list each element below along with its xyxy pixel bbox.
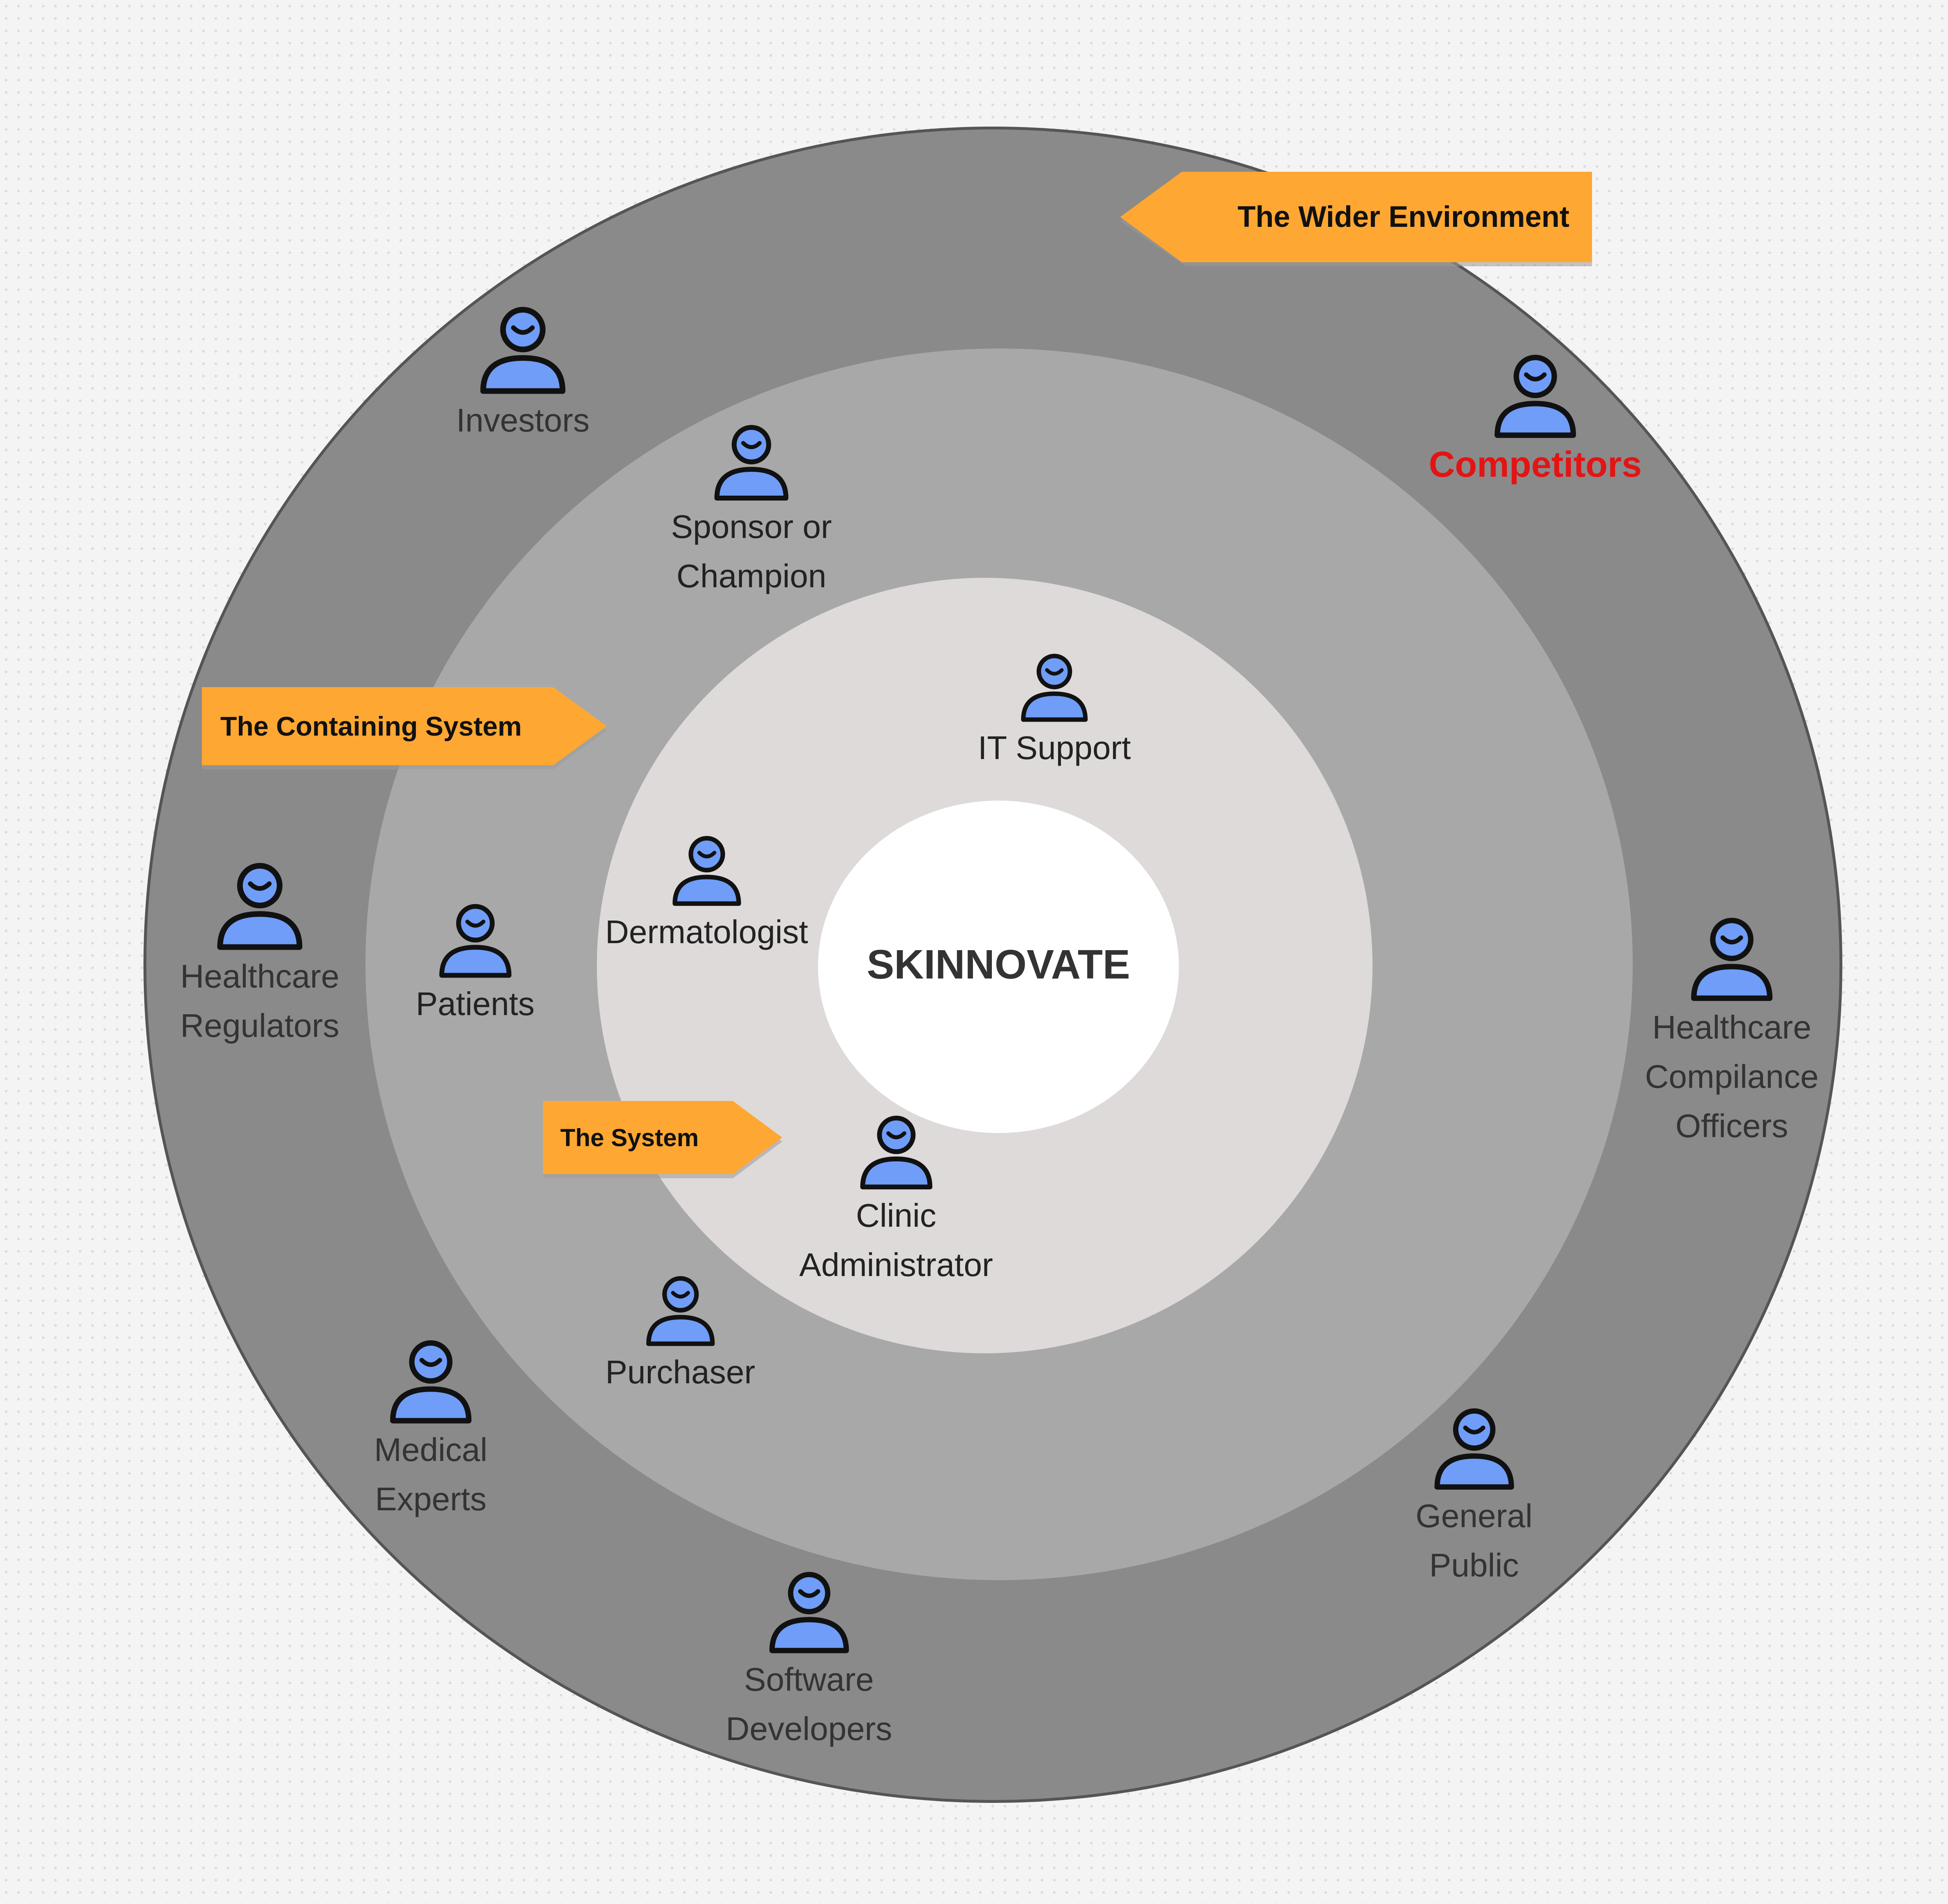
actor-label: Clinic Administrator <box>799 1197 993 1283</box>
person-icon <box>769 1572 849 1653</box>
person-icon <box>1495 355 1576 438</box>
person-icon <box>480 307 566 394</box>
arrow-tag-shape-left <box>1120 172 1592 266</box>
person-icon <box>1021 653 1088 722</box>
person-icon <box>1691 918 1772 1001</box>
actor-compliance-officers: Healthcare Compilance Officers <box>1588 912 1876 1151</box>
actor-sponsor: Sponsor or Champion <box>608 420 895 601</box>
actor-investors: Investors <box>379 301 667 445</box>
actor-label: Software Developers <box>726 1661 892 1747</box>
person-icon <box>390 1340 471 1424</box>
person-icon <box>714 425 788 501</box>
person-icon <box>672 836 741 906</box>
actor-label: Competitors <box>1428 444 1642 485</box>
actor-label: IT Support <box>977 729 1131 766</box>
person-icon <box>646 1276 715 1346</box>
actor-label: Dermatologist <box>605 914 808 950</box>
actor-it-support: IT Support <box>910 649 1198 773</box>
arrow-tag-shape-right <box>543 1101 782 1178</box>
actor-label: Medical Experts <box>374 1431 488 1517</box>
actor-label: Healthcare Regulators <box>180 958 340 1044</box>
actor-medical-experts: Medical Experts <box>287 1335 575 1524</box>
system-label: The System <box>560 1124 699 1152</box>
actor-patients: Patients <box>331 899 619 1029</box>
arrow-tag-shape-right <box>202 687 607 769</box>
core-circle <box>818 801 1179 1133</box>
person-icon <box>217 863 303 950</box>
actor-competitors: Competitors <box>1391 349 1679 489</box>
containing-system-label: The Containing System <box>220 711 522 741</box>
actor-label: General Public <box>1415 1498 1533 1583</box>
actor-label: Patients <box>416 985 535 1022</box>
person-icon <box>1434 1408 1514 1490</box>
wider-environment-label: The Wider Environment <box>1237 201 1569 233</box>
person-icon <box>439 904 511 978</box>
actor-label: Purchaser <box>605 1354 756 1390</box>
actor-label: Healthcare Compilance Officers <box>1645 1009 1819 1144</box>
person-icon <box>860 1115 932 1190</box>
core-label: SKINNOVATE <box>867 942 1130 988</box>
actor-label: Sponsor or Champion <box>671 508 832 594</box>
system-tag: The System <box>543 1101 782 1178</box>
wider-environment-tag: The Wider Environment <box>1120 172 1592 266</box>
actor-general-public: General Public <box>1330 1403 1618 1590</box>
actor-healthcare-regulators: Healthcare Regulators <box>116 857 404 1050</box>
actor-label: Investors <box>456 402 590 438</box>
actor-purchaser: Purchaser <box>536 1272 824 1397</box>
actor-software-developers: Software Developers <box>665 1567 953 1754</box>
actor-clinic-administrator: Clinic Administrator <box>752 1111 1040 1290</box>
actor-dermatologist: Dermatologist <box>563 831 850 957</box>
containing-system-tag: The Containing System <box>202 687 607 769</box>
